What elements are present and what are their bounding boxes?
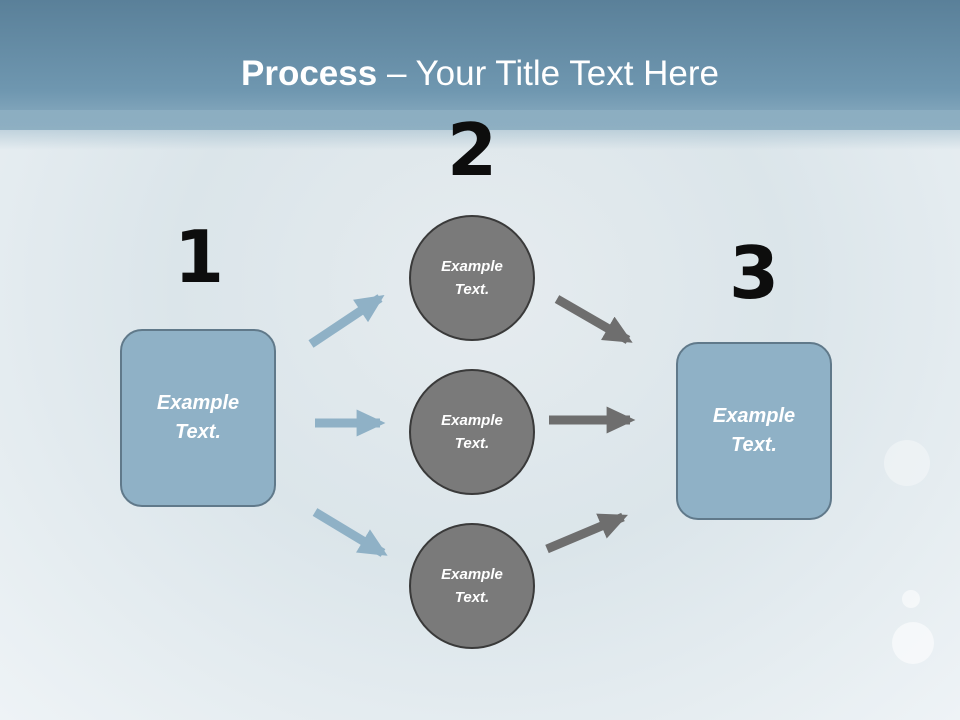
- arrow-from-top-circle: [554, 295, 633, 344]
- step-number-1: 1: [173, 215, 225, 299]
- circle-bottom-text: Example Text.: [441, 566, 503, 606]
- circle-middle-text: Example Text.: [441, 412, 503, 452]
- title-bold: Process: [241, 54, 378, 93]
- arrow-from-bottom-circle: [545, 512, 628, 554]
- arrow-to-bottom-circle: [312, 508, 388, 557]
- step-number-2: 2: [446, 108, 498, 192]
- step-3-text: Example Text.: [712, 405, 796, 456]
- sparkle-dot-icon: [902, 590, 920, 608]
- step-1-text: Example Text.: [156, 392, 240, 443]
- step-2-circle-bottom: Example Text.: [409, 523, 535, 649]
- sparkle-dot-icon: [892, 622, 934, 664]
- step-2-circle-top: Example Text.: [409, 215, 535, 341]
- sparkle-dot-icon: [884, 440, 930, 486]
- step-3-box: Example Text.: [676, 342, 832, 520]
- title-rest: – Your Title Text Here: [377, 54, 719, 93]
- step-number-3: 3: [728, 231, 780, 315]
- arrow-to-top-circle: [308, 294, 385, 348]
- step-1-box: Example Text.: [120, 329, 276, 507]
- header-band: [0, 0, 960, 130]
- circle-top-text: Example Text.: [441, 258, 503, 298]
- step-2-circle-middle: Example Text.: [409, 369, 535, 495]
- header-fade: [0, 110, 960, 150]
- slide-title: Process – Your Title Text Here: [0, 52, 960, 96]
